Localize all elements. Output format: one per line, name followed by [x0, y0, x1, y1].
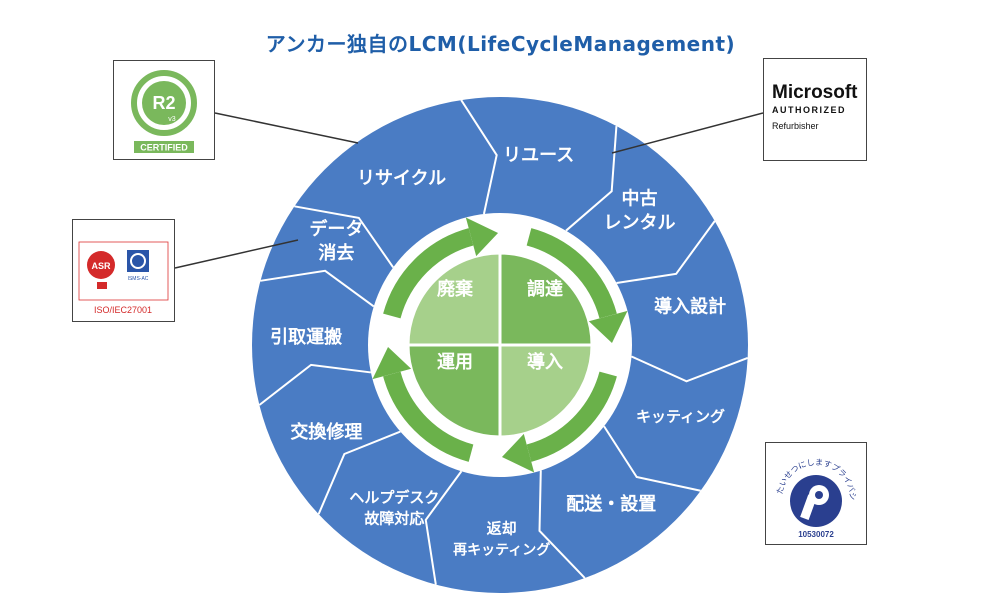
ring-segment-label: 故障対応 [364, 509, 424, 527]
ring-separator [317, 430, 401, 515]
diagram-title: アンカー独自のLCM(LifeCycleManagement) [265, 32, 736, 56]
privacy-mark-logo: たいせつにしますプライバシー 10530072 [762, 436, 857, 539]
ring-separator [631, 355, 749, 383]
ring-segment-label: 交換修理 [290, 421, 362, 443]
ring-segment-label: ヘルプデスク [349, 488, 439, 506]
badge-connectors [174, 112, 764, 269]
ring-separator [260, 269, 375, 308]
r2-certification-logo: R2 v3 CERTIFIED [131, 70, 197, 153]
cycle-arrow-1-head [465, 217, 499, 257]
ring-separator [565, 125, 618, 232]
ring-segment-label: リユース [503, 145, 574, 166]
cycle-arrow-3-body [526, 371, 617, 462]
ring-segment-label: 中古 [622, 188, 658, 210]
ring-segment-label: 返却 [487, 520, 517, 538]
ring-segment-label: レンタル [604, 213, 676, 234]
ring-segment-label: 配送・設置 [566, 493, 656, 515]
microsoft-refurbisher: Refurbisher [772, 121, 819, 131]
ring-separator [603, 425, 701, 492]
connector-iso [174, 239, 299, 269]
r2-main-text: R2 [152, 93, 175, 113]
quadrant-label-top-right: 調達 [527, 278, 563, 300]
quadrant-label-bottom-left: 運用 [437, 352, 473, 373]
connector-microsoft [611, 112, 764, 154]
ring-segment-label: キッティング [636, 407, 725, 425]
r2-certified-badge: R2 v3 CERTIFIED [113, 60, 215, 160]
ring-separator [258, 363, 372, 406]
quadrant-bottom-right [498, 343, 594, 439]
ring-segment-label: 消去 [318, 242, 354, 264]
ring-segment-9: 交換修理 [290, 421, 362, 443]
isms-ac-text: ISMS-AC [128, 276, 149, 282]
quadrant-label-bottom-right: 導入 [527, 351, 563, 373]
cycle-arrow-3-head [501, 433, 535, 473]
privacy-mark-number: 10530072 [798, 530, 834, 539]
quadrant-bottom-left [406, 343, 502, 439]
privacy-mark-badge: たいせつにしますプライバシー 10530072 [762, 436, 867, 545]
microsoft-name: Microsoft [772, 82, 858, 103]
quadrant-label-top-left: 廃棄 [437, 278, 474, 300]
quadrant-top-left [406, 251, 502, 347]
r2-version-text: v3 [168, 116, 176, 123]
ring-separator [294, 205, 395, 268]
ring-segment-10: 引取運搬 [270, 326, 342, 348]
cycle-arrow-2-head [588, 310, 628, 344]
cycle-arrow-1-body [383, 228, 474, 319]
iso27001-badge: ASR ISMS-AC ISO/IEC27001 [72, 219, 175, 322]
ring-segment-label: 引取運搬 [270, 326, 342, 348]
microsoft-authorized: AUTHORIZED [772, 105, 846, 115]
ring-separator [460, 99, 498, 215]
ring-separator [424, 470, 463, 585]
cycle-arrow-4-head [372, 346, 412, 380]
asr-mark-text: ASR [91, 261, 111, 271]
ring-segment-6: 配送・設置 [566, 493, 656, 515]
ring-segment-2: リユース [503, 145, 574, 166]
ring-segment-label: 再キッティング [453, 542, 550, 559]
quadrant-top-right [498, 251, 594, 347]
ring-segment-label: 導入設計 [654, 296, 726, 318]
ring-segment-5: キッティング [636, 407, 725, 425]
ring-segment-4: 導入設計 [654, 296, 726, 318]
ring-segment-label: リサイクル [357, 168, 446, 189]
ring-separator [616, 220, 716, 285]
ring-separator [538, 470, 586, 579]
iso-label: ISO/IEC27001 [94, 305, 152, 315]
cycle-arrow-4-body [383, 371, 474, 462]
cycle-arrow-2-body [526, 228, 617, 319]
microsoft-authorized-refurbisher-badge: Microsoft AUTHORIZED Refurbisher [763, 58, 867, 161]
ring-segment-1: リサイクル [357, 168, 446, 189]
r2-certified-label: CERTIFIED [140, 143, 188, 153]
isms-certification-logo: ASR ISMS-AC ISO/IEC27001 [78, 241, 169, 315]
connector-r2 [214, 112, 359, 144]
ring-segment-label: データ [309, 218, 363, 240]
